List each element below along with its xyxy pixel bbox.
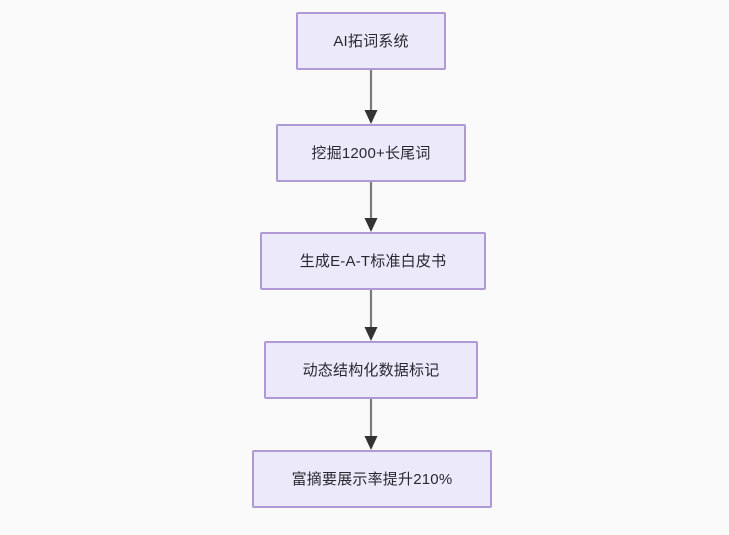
flowchart-node-ai-keyword-system[interactable]: AI拓词系统 xyxy=(296,12,446,70)
node-label: 动态结构化数据标记 xyxy=(302,361,440,379)
edge-n3-n4 xyxy=(364,290,378,341)
edge-n2-n3 xyxy=(364,182,378,232)
node-label: 生成E-A-T标准白皮书 xyxy=(299,252,447,270)
flowchart-node-dynamic-structured-data-markup[interactable]: 动态结构化数据标记 xyxy=(264,341,478,399)
flowchart-node-mine-longtail-keywords[interactable]: 挖掘1200+长尾词 xyxy=(276,124,466,182)
flowchart-node-rich-snippet-rate-increase[interactable]: 富摘要展示率提升210% xyxy=(252,450,492,508)
edge-n1-n2 xyxy=(364,70,378,124)
edge-n4-n5 xyxy=(364,399,378,450)
flowchart-node-generate-eat-whitepaper[interactable]: 生成E-A-T标准白皮书 xyxy=(260,232,486,290)
node-label: 挖掘1200+长尾词 xyxy=(311,144,431,162)
node-label: AI拓词系统 xyxy=(333,32,409,50)
node-label: 富摘要展示率提升210% xyxy=(291,470,453,488)
